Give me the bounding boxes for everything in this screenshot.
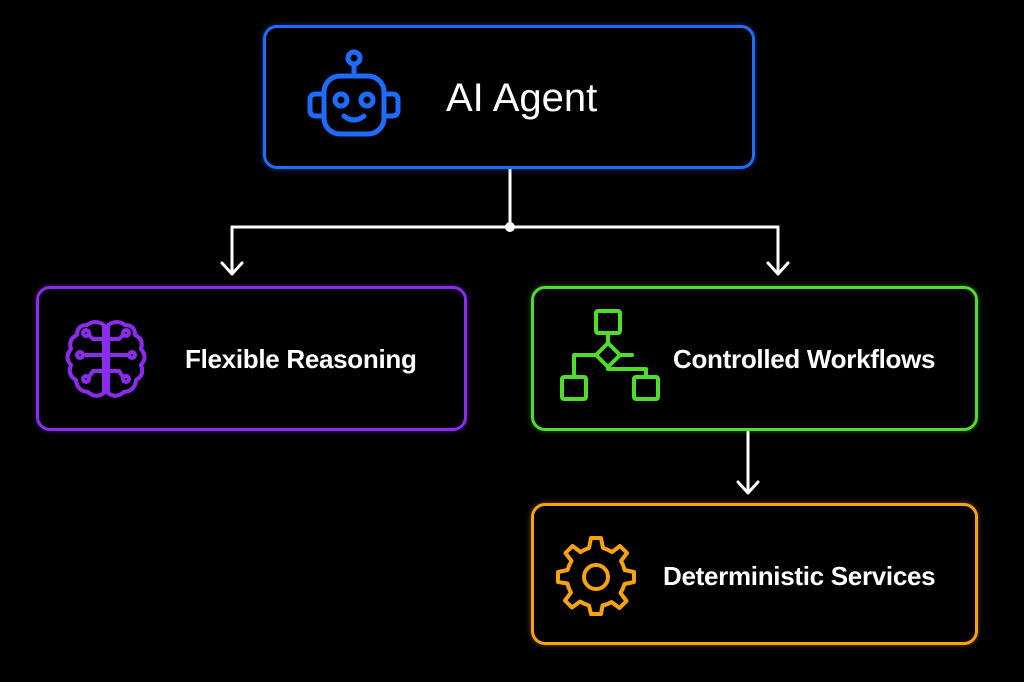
arrowhead-workflows [766, 261, 790, 276]
flexible-reasoning-label: Flexible Reasoning [185, 344, 417, 374]
arrowhead-reasoning [220, 261, 244, 276]
brain-icon [61, 315, 151, 405]
arrowhead-services [736, 480, 760, 495]
deterministic-services-node[interactable]: Deterministic Services [531, 503, 978, 645]
robot-icon [304, 48, 404, 148]
ai-agent-label: AI Agent [446, 76, 598, 120]
controlled-workflows-label: Controlled Workflows [673, 344, 936, 374]
flowchart-icon [560, 307, 660, 413]
deterministic-services-label: Deterministic Services [663, 561, 936, 591]
controlled-workflows-node[interactable]: Controlled Workflows [531, 286, 978, 431]
flexible-reasoning-node[interactable]: Flexible Reasoning [36, 286, 467, 431]
gear-icon [556, 536, 636, 616]
ai-agent-node[interactable]: AI Agent [263, 25, 755, 169]
branch-junction-dot [505, 222, 515, 232]
